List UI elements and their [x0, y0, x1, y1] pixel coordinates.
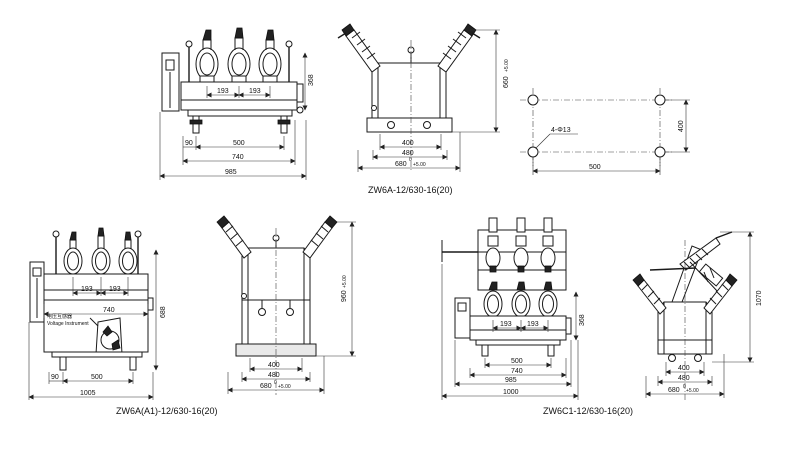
- zw6a-side-bushing-left: [337, 23, 381, 73]
- zw6c1-side-dim-frame: 480: [678, 375, 690, 382]
- zw6c1-dim-height: 368: [579, 314, 586, 326]
- zw6a-a1-side-dim-depth: 680: [260, 383, 272, 390]
- zw6a-side-dim-zero: 0: [409, 157, 412, 163]
- zw6a-a1-side-bushing-left: [216, 215, 252, 259]
- zw6a-a1-dim-bracket: 90: [51, 374, 59, 381]
- zw6a-a1-side-dim-inner: 400: [268, 362, 280, 369]
- zw6a-a1-dim-height: 688: [160, 306, 167, 318]
- zw6a-side-bushing-right: [437, 23, 481, 73]
- zw6c1-dim-feet: 500: [511, 358, 523, 365]
- zw6a-a1-dim-width: 740: [103, 307, 115, 314]
- zw6a-front-bushing-a: [195, 29, 219, 83]
- caption-zw6c1: ZW6C1-12/630-16(20): [543, 406, 633, 416]
- zw6c1-side-isolator: [649, 231, 733, 303]
- zw6a-side-dim-depth: 680: [395, 161, 407, 168]
- zw6a-front-bushing-c: [258, 29, 282, 83]
- zw6c1-dim-width: 740: [511, 368, 523, 375]
- zw6c1-side-view: 400 480 0 680 +5.00 1070: [632, 231, 763, 402]
- zw6a-a1-bushing-c: [118, 231, 138, 275]
- zw6a-a1-bushing-a: [63, 231, 83, 275]
- zw6a-a1-side-dim-height: 960: [341, 290, 348, 302]
- zw6c1-dim-overall: 1000: [503, 389, 519, 396]
- zw6a-front-view: 193 193 368 500 90 740 985: [159, 27, 315, 180]
- mounting-hole-tr: [654, 94, 666, 106]
- zw6c1-side-bushing-right: [703, 273, 738, 315]
- zw6a-a1-dim-phase-1: 193: [81, 286, 93, 293]
- zw6c1-front-view: 193 193 368 500 740 985 1000: [441, 217, 586, 400]
- zw6a-side-dim-height: 660: [503, 76, 510, 88]
- zw6a-front-dim-phase-1: 193: [217, 88, 229, 95]
- pt-label-en: Voltage Instrument: [47, 321, 89, 327]
- zw6a-side-view: 400 480 0 680 +5.00 660 +5.00: [337, 23, 510, 172]
- zw6a-side-dim-frame: 480: [402, 150, 414, 157]
- zw6a-a1-side-dim-zero: 0: [274, 380, 277, 386]
- mounting-hole-br: [654, 146, 666, 158]
- pt-label-cn: 电压互感器: [47, 313, 72, 320]
- zw6c1-isolator-a: [485, 217, 501, 273]
- zw6a-a1-dim-overall: 1005: [80, 390, 96, 397]
- zw6c1-side-dim-depth-tol: +5.00: [686, 388, 699, 394]
- zw6c1-isolator-c: [540, 217, 556, 273]
- zw6a-a1-dim-feet: 500: [91, 374, 103, 381]
- zw6c1-dim-phase-1: 193: [500, 321, 512, 328]
- zw6a-a1-front-view: 电压互感器 Voltage Instrument 193 193 740 688…: [28, 227, 167, 400]
- zw6c1-side-dim-height: 1070: [756, 290, 763, 306]
- zw6c1-side-dim-zero: 0: [683, 384, 686, 390]
- zw6c1-isolator-b: [513, 217, 529, 273]
- zw6a-a1-side-bushing-right: [302, 215, 338, 259]
- zw6a-front-dim-phase-2: 193: [249, 88, 261, 95]
- zw6a-side-dim-inner: 400: [402, 140, 414, 147]
- mounting-hole-bl: [527, 146, 539, 158]
- zw6c1-side-dim-inner: 400: [678, 365, 690, 372]
- zw6a-side-dim-depth-tol: +5.00: [413, 162, 426, 168]
- zw6a-front-bushing-b: [227, 27, 251, 83]
- zw6a-front-dim-width: 740: [232, 154, 244, 161]
- zw6a-front-dim-feet: 500: [233, 140, 245, 147]
- mounting-hole-tl: [527, 94, 539, 106]
- zw6a-a1-bushing-b: [91, 227, 111, 275]
- zw6a-a1-voltage-transformer: [89, 317, 123, 355]
- zw6c1-bushing-c: [538, 281, 558, 318]
- zw6c1-bushing-a: [483, 281, 503, 318]
- caption-zw6a: ZW6A-12/630-16(20): [368, 185, 453, 195]
- zw6a-front-dim-height: 368: [308, 74, 315, 86]
- zw6c1-side-bushing-left: [632, 273, 667, 315]
- zw6a-a1-side-view: 400 480 0 680 +5.00 960 +5.00: [216, 215, 356, 395]
- zw6a-a1-side-dim-frame: 480: [268, 372, 280, 379]
- zw6a-side-dim-height-tol: +5.00: [504, 59, 510, 72]
- zw6c1-dim-width2: 985: [505, 377, 517, 384]
- zw6a-mounting-plan: 4-Φ13 400 500: [520, 88, 690, 175]
- zw6a-a1-dim-phase-2: 193: [109, 286, 121, 293]
- zw6c1-dim-phase-2: 193: [527, 321, 539, 328]
- mounting-dim-holes: 4-Φ13: [551, 127, 571, 134]
- zw6a-front-dim-overall: 985: [225, 169, 237, 176]
- mounting-dim-width: 500: [589, 164, 601, 171]
- caption-zw6a-a1: ZW6A(A1)-12/630-16(20): [116, 406, 218, 416]
- zw6c1-side-dim-depth: 680: [668, 387, 680, 394]
- zw6a-a1-side-dim-height-tol: +5.00: [342, 275, 348, 288]
- zw6a-a1-side-dim-depth-tol: +5.00: [278, 384, 291, 390]
- mounting-dim-depth: 400: [678, 120, 685, 132]
- zw6a-front-dim-bracket: 90: [185, 140, 193, 147]
